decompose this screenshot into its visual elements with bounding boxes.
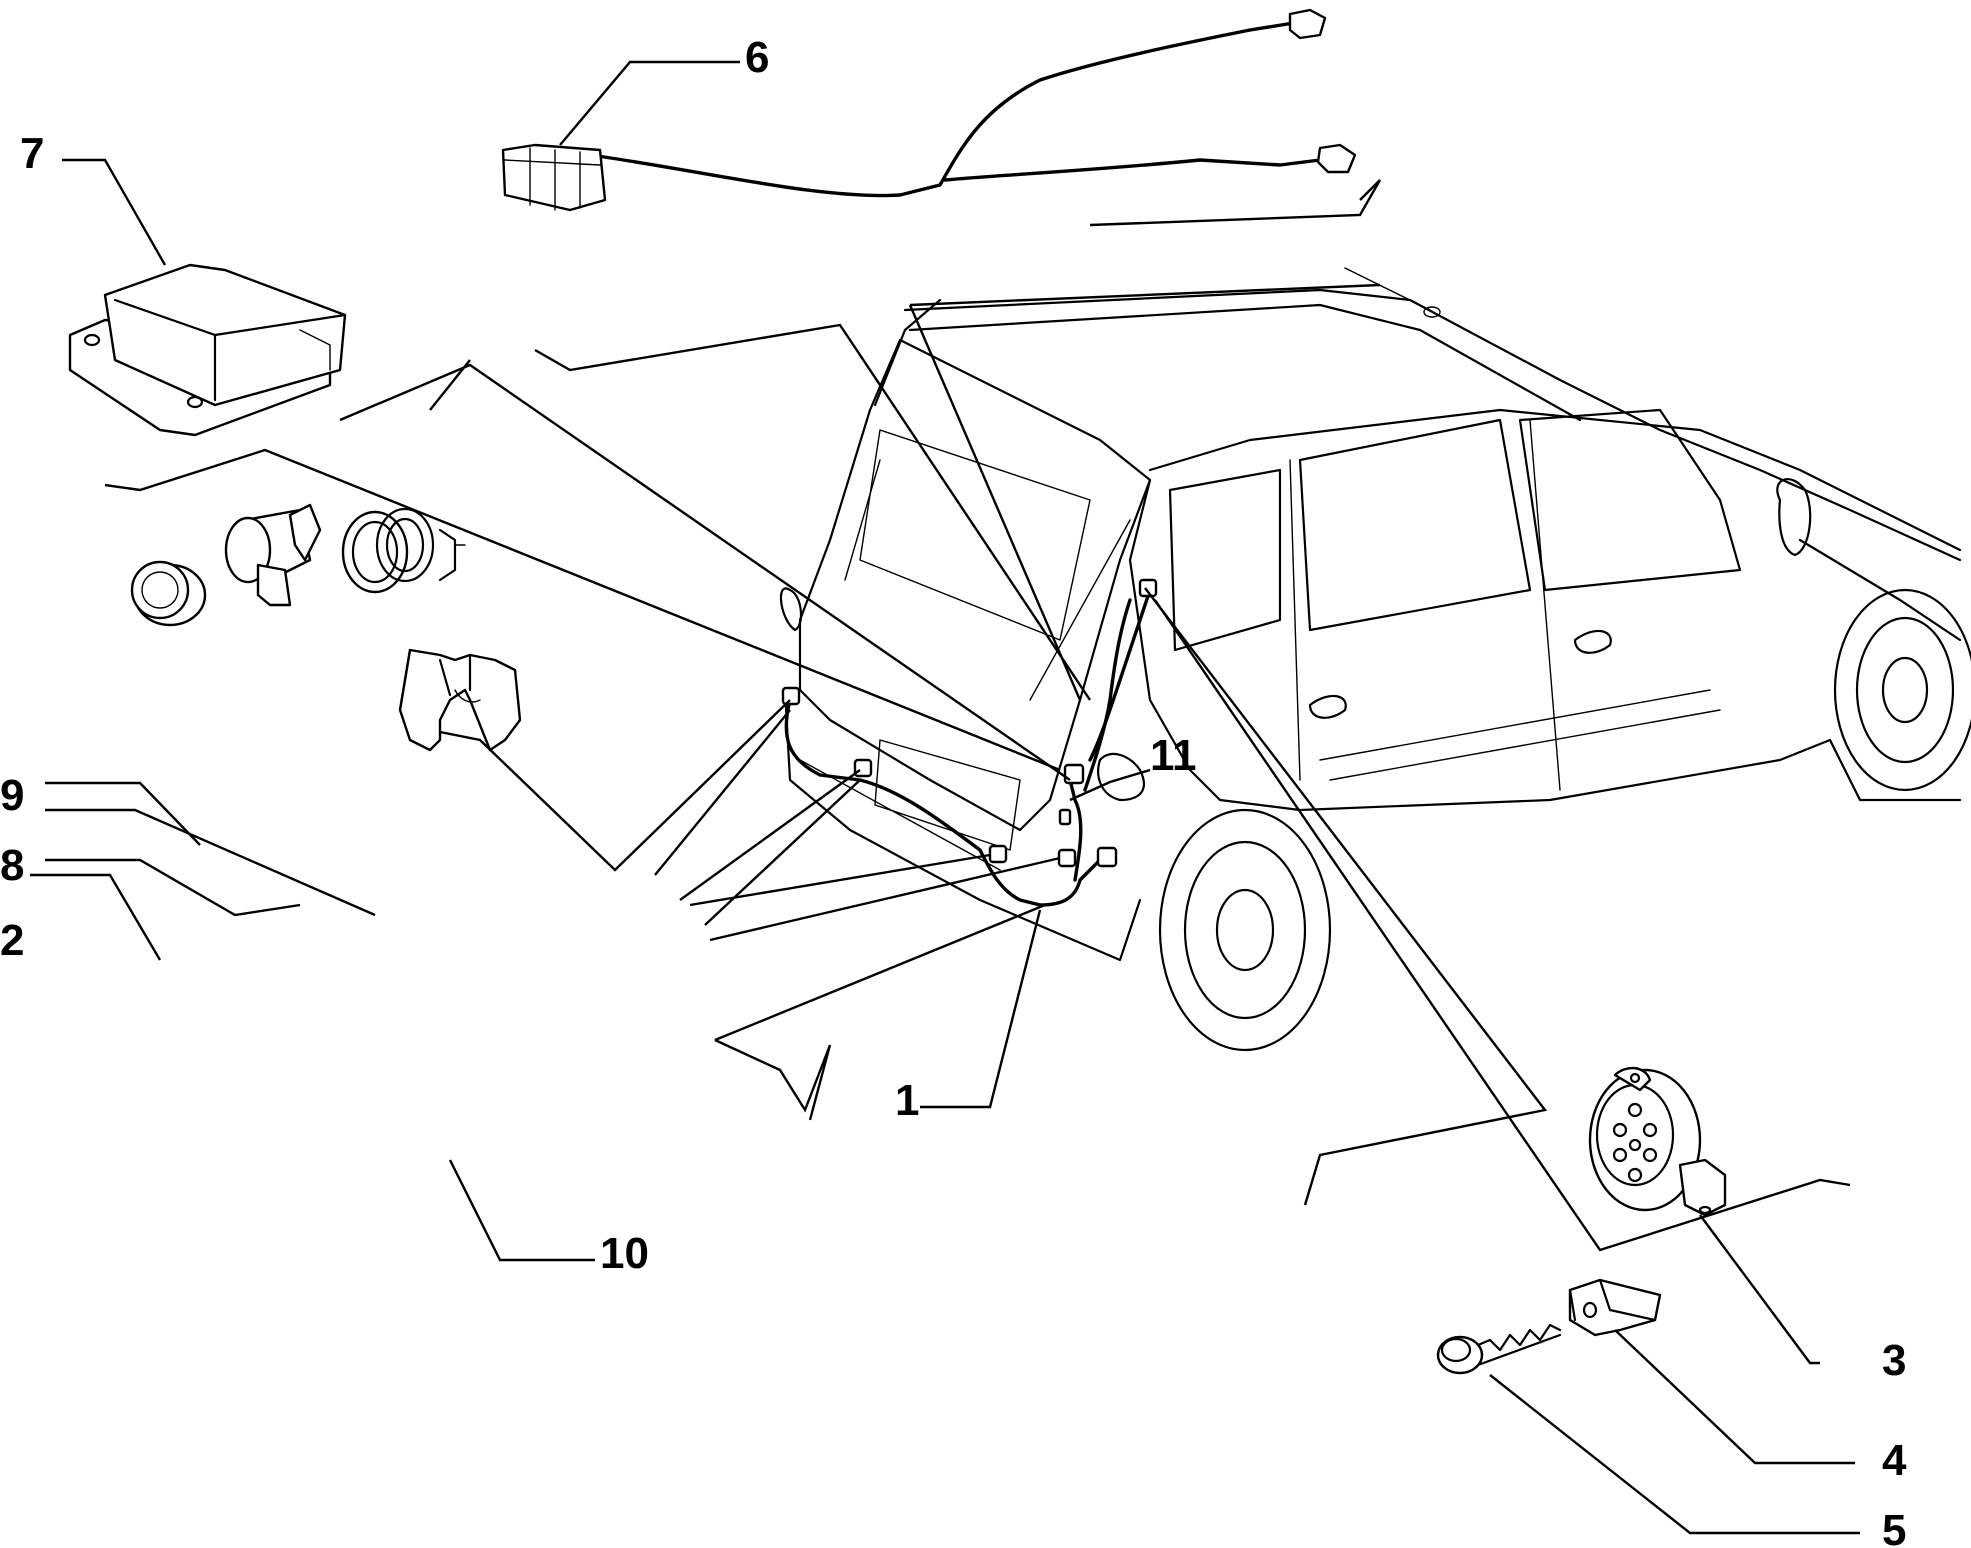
part-6-wiring-loom [501, 8, 1357, 212]
callout-5: 5 [1882, 1506, 1906, 1548]
part-7-control-unit [68, 263, 347, 437]
part-2-sensor-bezel [130, 560, 207, 627]
callout-2: 2 [0, 916, 24, 965]
leader-lines [104, 179, 1851, 1252]
callout-6: 6 [745, 33, 769, 82]
callout-3: 3 [1882, 1336, 1906, 1385]
car-body-outline [779, 267, 1962, 962]
part-4-speed-nut [1568, 1278, 1662, 1337]
callout-1: 1 [895, 1076, 919, 1125]
part-5-screw [1436, 1323, 1562, 1375]
front-wheel [1833, 588, 1971, 792]
part-3-buzzer [1588, 1066, 1727, 1217]
bumper-wiring-harness [781, 578, 1158, 907]
part-9-spring-mount [341, 507, 466, 594]
callout-leaders [30, 60, 1860, 1535]
rear-wheel [1158, 808, 1332, 1052]
part-8-ultrasonic-sensor [224, 503, 322, 607]
callout-11: 11 [1150, 731, 1197, 780]
callout-9: 9 [0, 771, 24, 820]
callout-10: 10 [600, 1229, 649, 1278]
callout-7: 7 [20, 129, 44, 178]
part-10-sensor-clip [398, 648, 522, 752]
callout-4: 4 [1882, 1436, 1907, 1485]
callout-8: 8 [0, 841, 24, 890]
